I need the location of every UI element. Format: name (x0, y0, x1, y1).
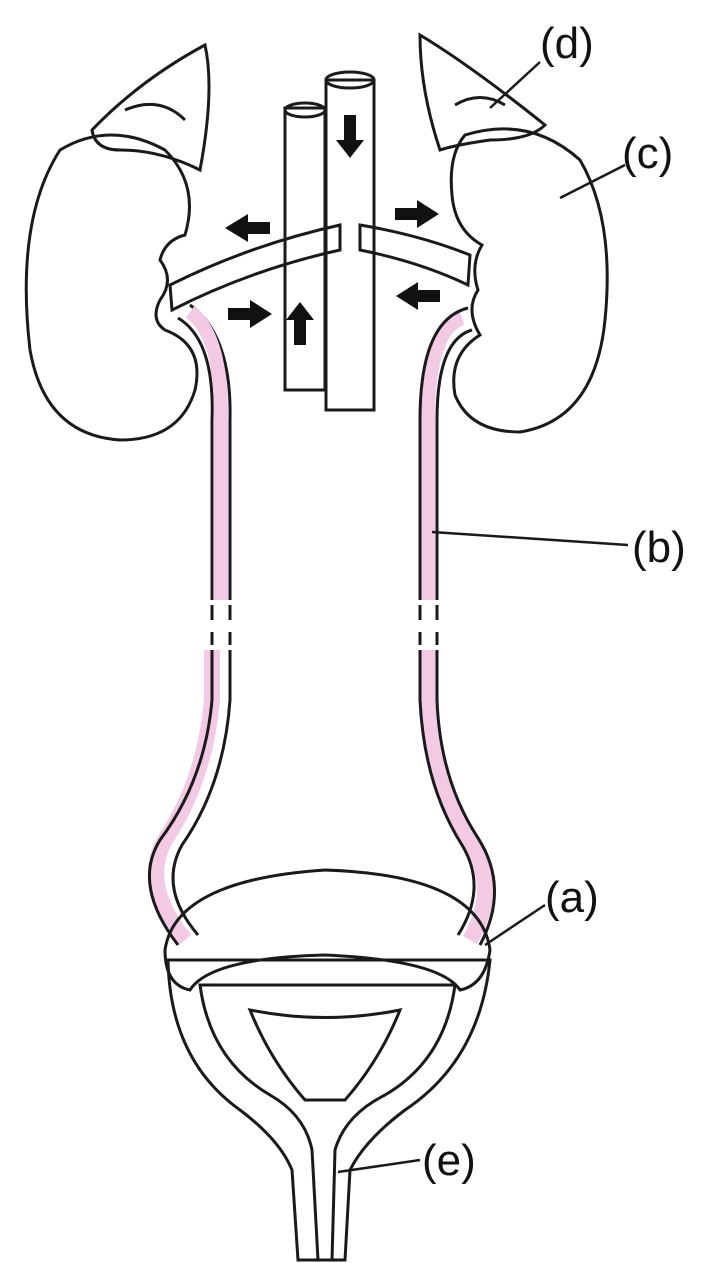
right-ureter-break (420, 605, 437, 645)
leader-e (338, 1160, 420, 1172)
left-adrenal-crease (125, 104, 185, 120)
flow-arrows (225, 115, 440, 345)
arrow-down-icon (336, 115, 364, 158)
label-e: (e) (422, 1136, 476, 1185)
bladder-lumen (200, 985, 455, 1260)
label-a: (a) (545, 873, 599, 922)
bladder-rim (165, 870, 490, 990)
leader-c (560, 165, 625, 198)
label-c: (c) (622, 129, 673, 178)
right-renal-vessel (360, 225, 470, 285)
left-ureter-break (212, 605, 230, 645)
arrow-left-icon-2 (396, 282, 440, 310)
vena-cava (285, 108, 325, 390)
left-renal-vessel (170, 225, 340, 310)
leader-b (432, 532, 628, 545)
left-adrenal-gland (92, 45, 209, 170)
bladder-trigone (250, 1010, 400, 1100)
right-kidney (451, 129, 607, 432)
vena-cava-opening (285, 103, 325, 117)
left-ureter-lower (156, 650, 212, 940)
arrow-right-icon-2 (395, 200, 439, 228)
arrow-up-icon (286, 302, 314, 345)
label-d: (d) (540, 19, 594, 68)
arrow-right-icon (228, 300, 272, 328)
bladder-outer-wall (168, 960, 490, 1260)
arrow-left-icon (225, 214, 270, 242)
label-b: (b) (632, 523, 686, 572)
